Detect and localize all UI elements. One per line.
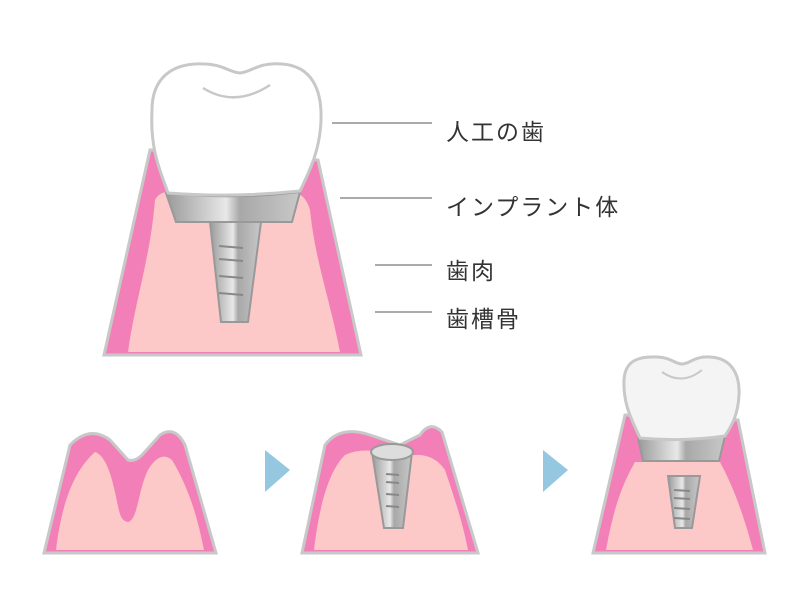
label-alveolar-bone: 歯槽骨 — [446, 307, 521, 333]
label-artificial-tooth: 人工の歯 — [446, 120, 546, 146]
step-implant-placed — [300, 425, 481, 555]
label-implant-body: インプラント体 — [446, 195, 621, 221]
label-gum: 歯肉 — [446, 259, 496, 285]
crown — [150, 62, 323, 197]
crown-groove — [202, 83, 271, 99]
arrow-icon — [265, 450, 290, 492]
main-implant-illustration — [102, 62, 363, 357]
step-crown-attached — [591, 355, 767, 555]
leader-lines — [332, 122, 432, 313]
arrow-icon — [543, 450, 568, 492]
fixture-threads — [218, 245, 244, 296]
step-missing-tooth — [42, 430, 218, 555]
